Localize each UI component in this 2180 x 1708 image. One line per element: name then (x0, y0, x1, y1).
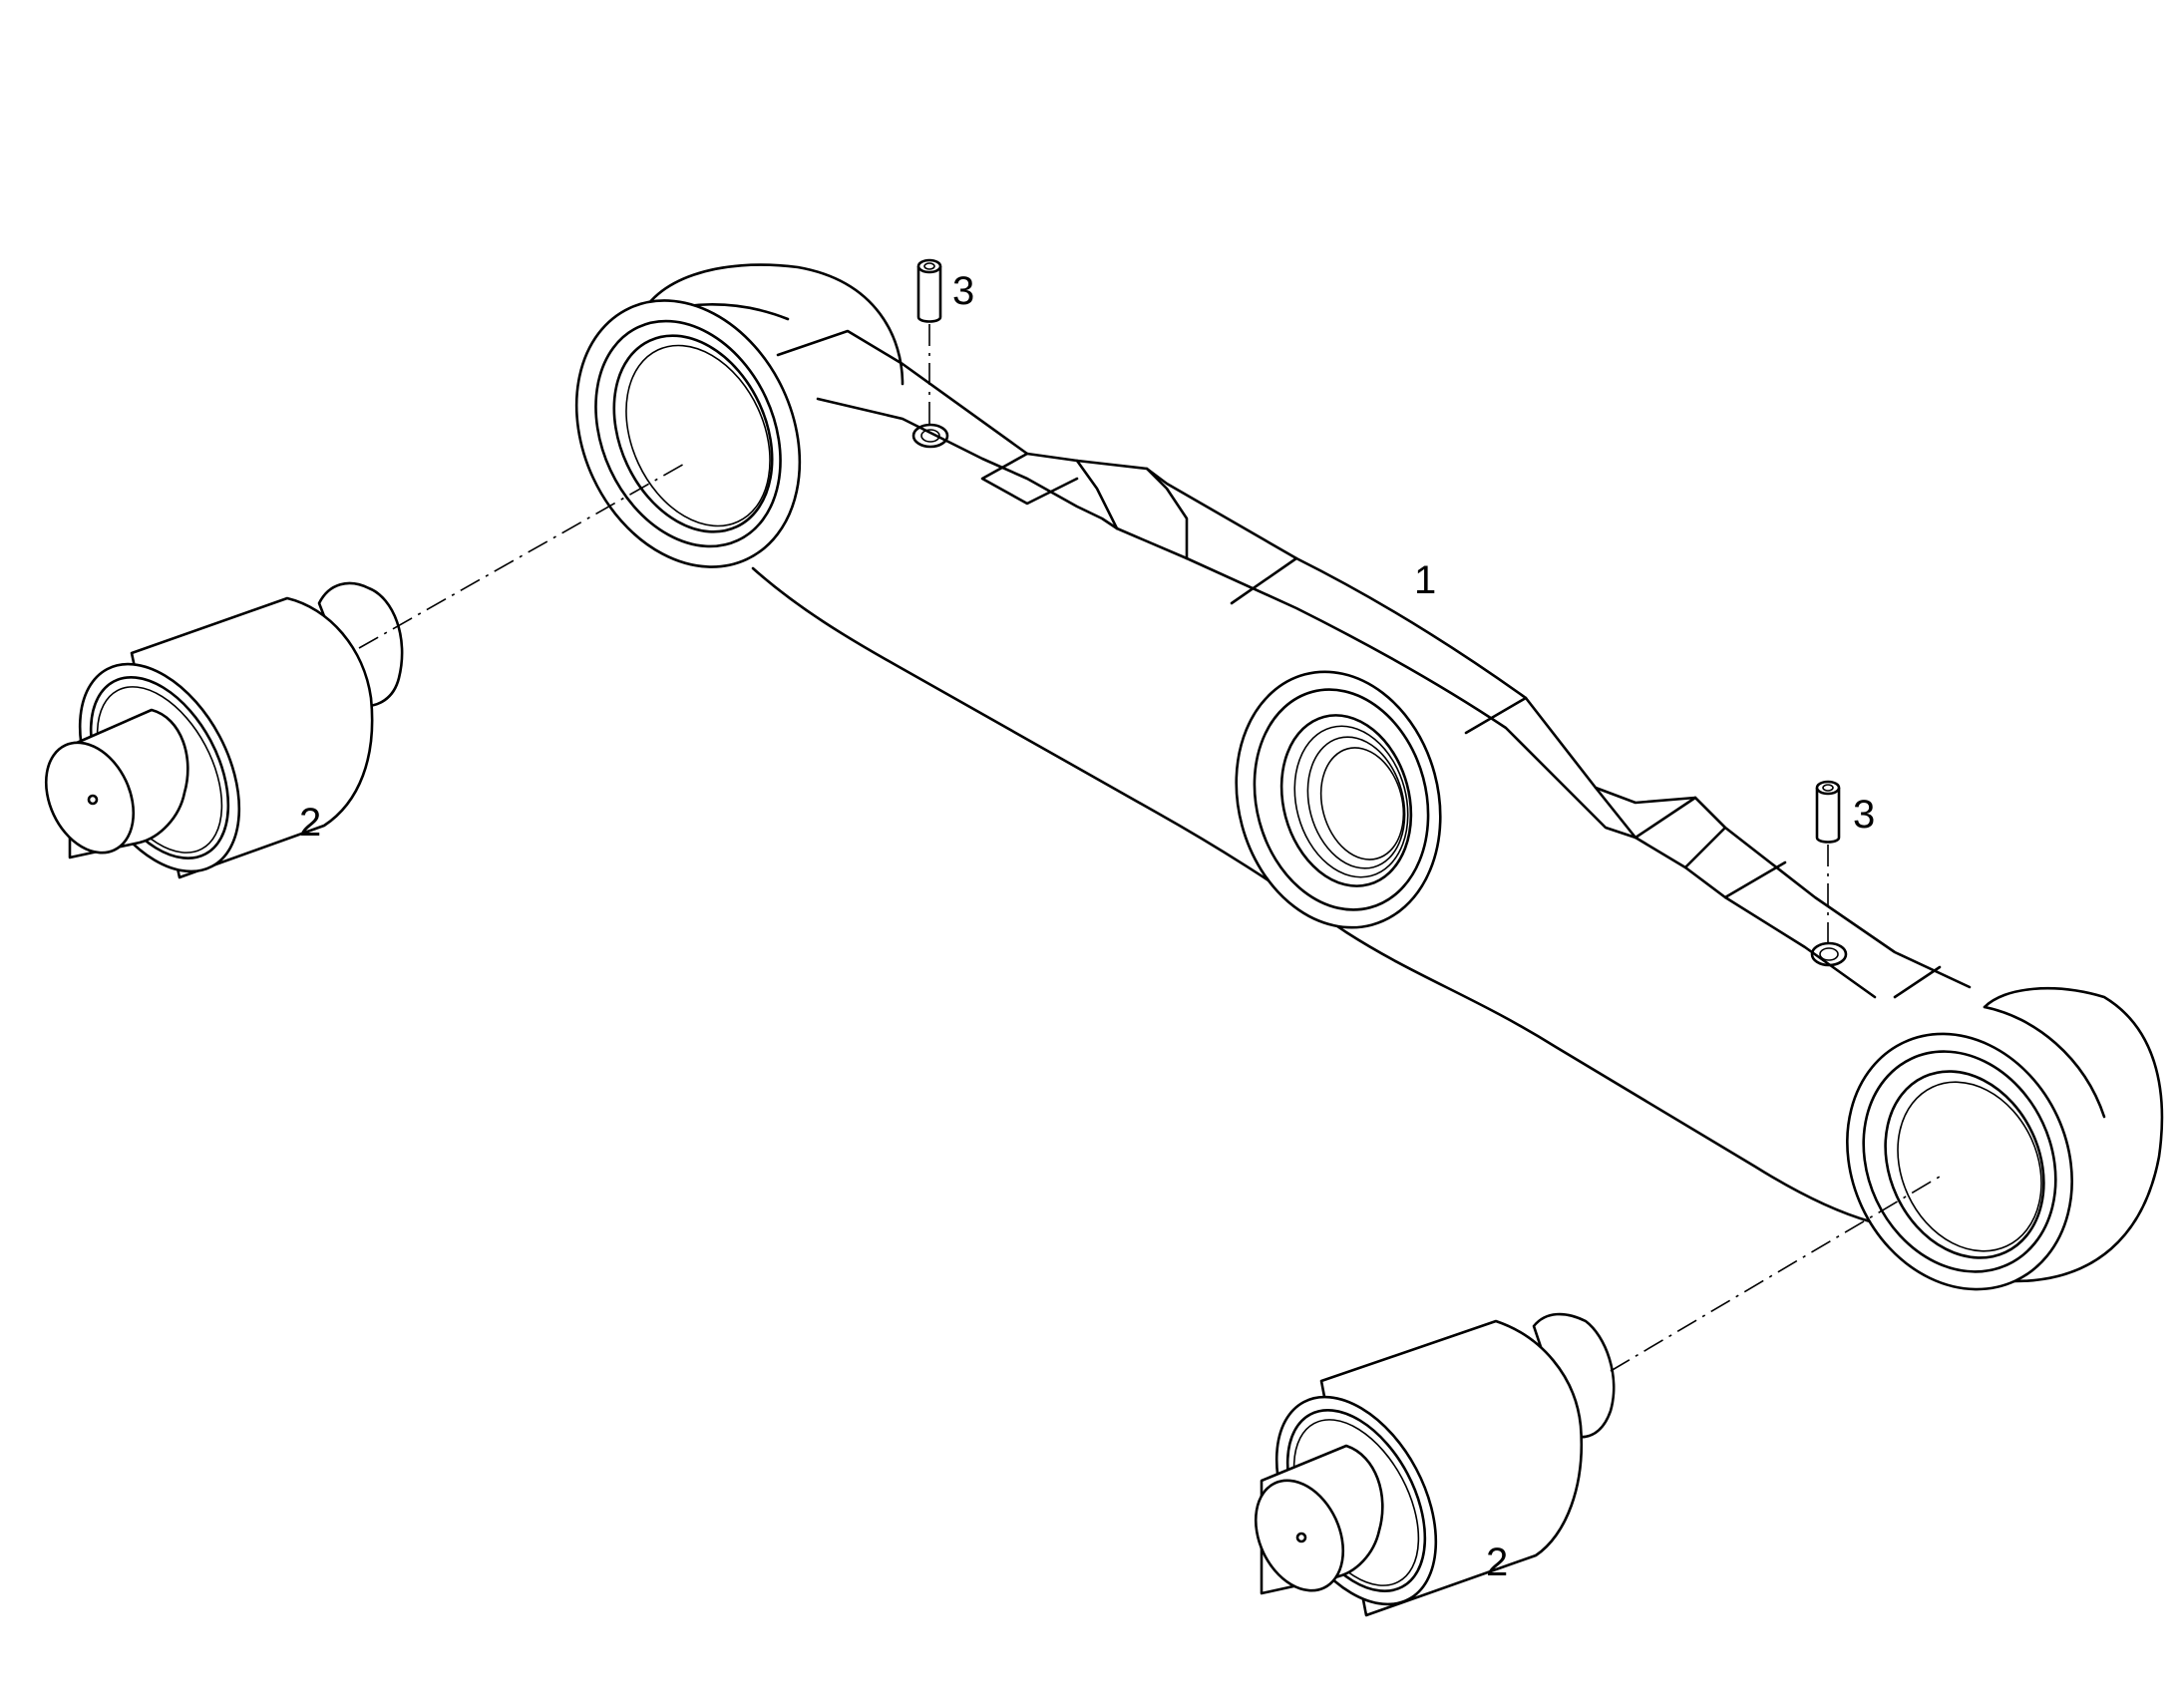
callout-3-top: 3 (952, 269, 974, 313)
left-eye-drum (636, 263, 905, 386)
dowel-hole-right (1810, 941, 1848, 967)
callout-1: 1 (1414, 558, 1436, 602)
callout-2-right: 2 (1486, 1540, 1508, 1584)
left-eye-outer (574, 299, 802, 568)
axis-left-pin (358, 461, 689, 649)
right-eye-drum (1983, 987, 2164, 1283)
right-eye-outer (1846, 1032, 2073, 1291)
swing-arm-part-1 (574, 263, 2164, 1291)
assembly-center-lines (358, 324, 1941, 1372)
callout-3-right: 3 (1853, 793, 1875, 837)
dowel-hole-left (911, 423, 949, 449)
callout-2-left: 2 (299, 801, 321, 845)
axis-right-pin (1610, 1176, 1941, 1372)
dowel-pin-right (1815, 780, 1841, 844)
dowel-pin-top (916, 258, 942, 323)
center-hub-outer (1235, 670, 1442, 929)
arm-lower-edge (751, 566, 1872, 1223)
bushing-pin-right (1254, 1312, 1616, 1617)
arm-upper-edge (776, 329, 1972, 989)
bushing-pin-left (44, 581, 404, 879)
